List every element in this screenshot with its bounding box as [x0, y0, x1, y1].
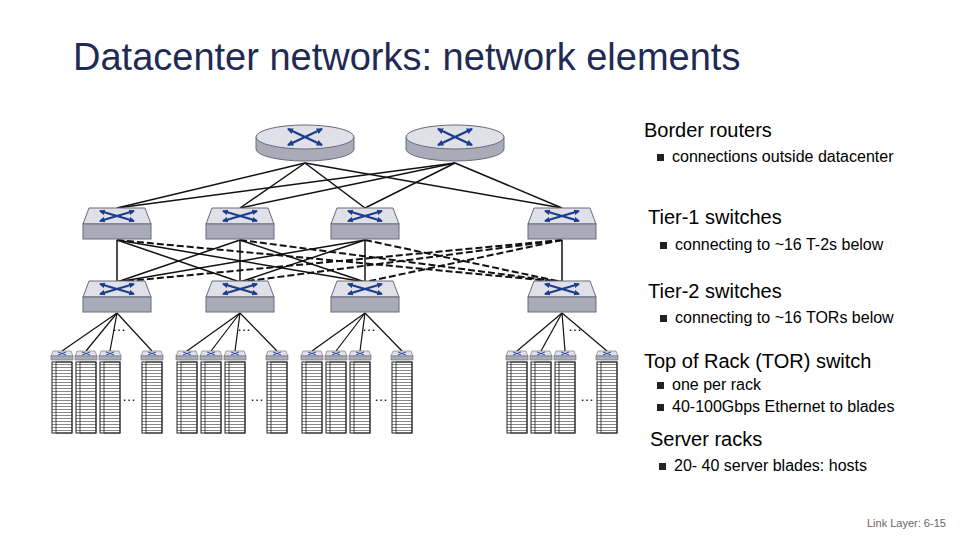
drawing-part — [117, 240, 562, 282]
ellipsis-mark: … — [237, 318, 251, 334]
switch-icon — [83, 208, 151, 239]
drawing-part — [517, 313, 562, 351]
rack-icon — [554, 351, 576, 433]
bullet-text: 40-100Gbps Ethernet to blades — [672, 398, 894, 416]
drawing-part — [365, 163, 455, 208]
switch-icon — [528, 281, 596, 312]
drawing-part — [62, 313, 117, 351]
bullet-text: connecting to ~16 TORs below — [675, 309, 894, 327]
switch-icon — [206, 208, 274, 239]
ellipsis-mark: … — [112, 318, 126, 334]
rack-icon — [224, 351, 246, 433]
drawing-part — [240, 240, 562, 282]
rack-icon — [51, 351, 73, 433]
server-racks — [51, 351, 618, 433]
bullet-square — [657, 382, 664, 389]
border-routers — [256, 125, 504, 161]
drawing-part — [117, 163, 455, 208]
ellipsis-mark: … — [568, 318, 582, 334]
bullet-text: connecting to ~16 T-2s below — [675, 236, 883, 254]
slide-title: Datacenter networks: network elements — [73, 36, 740, 80]
drawing-part — [561, 240, 563, 282]
rack-icon — [75, 351, 97, 433]
drawing-part — [117, 240, 562, 282]
rack-icon — [176, 351, 198, 433]
ellipsis-mark: … — [374, 388, 388, 404]
drawing-part — [455, 163, 562, 208]
drawing-part — [541, 313, 562, 351]
rack-icon — [596, 351, 618, 433]
drawing-part — [312, 313, 365, 351]
rack-icon — [325, 351, 347, 433]
drawing-part — [116, 240, 118, 282]
rack-icon — [200, 351, 222, 433]
switch-icon — [331, 281, 399, 312]
switch-icon — [83, 281, 151, 312]
bullet-square — [659, 463, 666, 470]
ellipsis-mark: … — [580, 388, 594, 404]
rack-icon — [266, 351, 288, 433]
bullet-square — [660, 242, 667, 249]
drawing-part — [305, 163, 562, 208]
switch-icon — [528, 208, 596, 239]
tier-links — [117, 240, 562, 282]
ellipsis-mark: … — [122, 388, 136, 404]
rack-icon — [506, 351, 528, 433]
drawing-part — [336, 313, 365, 351]
bullet-text: one per rack — [672, 376, 761, 394]
ellipsis-mark: … — [250, 388, 264, 404]
rack-icon — [141, 351, 163, 433]
drawing-part — [117, 163, 305, 208]
element-heading: Border routers — [644, 119, 772, 142]
drawing-part — [364, 240, 366, 282]
element-heading: Tier-2 switches — [648, 280, 782, 303]
ellipsis-mark: … — [362, 318, 376, 334]
switch-icon — [331, 208, 399, 239]
bullet-square — [657, 404, 664, 411]
rack-icon — [530, 351, 552, 433]
tier2-switches — [83, 281, 596, 312]
drawing-part — [117, 240, 365, 282]
drawing-part — [305, 163, 365, 208]
drawing-part — [562, 313, 565, 351]
tier-links-dashed — [117, 240, 562, 282]
slide-footer: Link Layer: 6-15 — [867, 517, 946, 530]
bullet-text: 20- 40 server blades: hosts — [674, 457, 867, 475]
bullet-text: connections outside datacenter — [672, 148, 893, 166]
drawing-part — [562, 313, 607, 351]
router-icon — [406, 125, 504, 161]
drawing-part — [365, 240, 562, 282]
rack-icon — [99, 351, 121, 433]
rack-icon — [301, 351, 323, 433]
switch-icon — [206, 281, 274, 312]
tier1-switches — [83, 208, 596, 239]
drawing-part — [240, 240, 562, 282]
router-uplinks — [117, 163, 562, 208]
bullet-square — [657, 154, 664, 161]
tor-links — [62, 313, 607, 351]
rack-icon — [391, 351, 413, 433]
drawing-part — [117, 240, 365, 282]
rack-icon — [349, 351, 371, 433]
element-heading: Server racks — [650, 428, 762, 451]
drawing-part — [365, 240, 562, 282]
drawing-part — [187, 313, 240, 351]
router-icon — [256, 125, 354, 161]
drawing-part — [240, 163, 455, 208]
element-heading: Top of Rack (TOR) switch — [644, 350, 871, 373]
bullet-square — [660, 315, 667, 322]
element-heading: Tier-1 switches — [648, 206, 782, 229]
drawing-part — [211, 313, 240, 351]
